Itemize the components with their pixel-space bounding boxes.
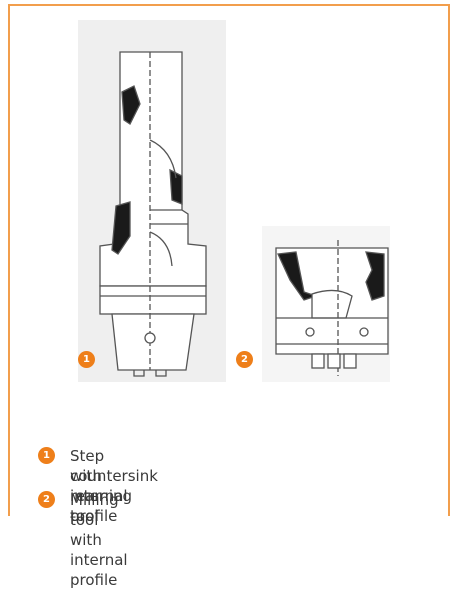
tool2-hole-left: [305, 327, 315, 337]
tool2-tab-right: [343, 353, 357, 369]
legend-item-2-line1: Milling tool with internal profile: [70, 491, 128, 589]
tool1-drawing: [99, 51, 207, 377]
tool1-profile-top: [121, 85, 141, 125]
tool2-profile-right: [365, 251, 385, 301]
figure-frame: [8, 4, 450, 516]
tool1-profile-low: [169, 168, 183, 205]
tool1-flange: [99, 285, 207, 315]
legend-item-1-badge: 1: [38, 447, 55, 464]
tool2-hole-right: [359, 327, 369, 337]
tool2-drawing: [275, 240, 389, 376]
tool1-profile-mid: [111, 201, 131, 255]
tool1-curve: [149, 139, 177, 179]
tool1-number-badge: 1: [78, 351, 95, 368]
tool1-tip: [133, 370, 167, 377]
tool2-cutter: [311, 289, 353, 319]
tool2-profile-left: [277, 251, 319, 301]
legend-item-1-line2: with internal profile: [70, 467, 128, 525]
tool-drawings: [78, 20, 390, 382]
legend-item-1-line1: Step countersink reaming tool: [70, 447, 158, 525]
tool2-tab-mid: [327, 353, 341, 369]
tool2-number-badge: 2: [236, 351, 253, 368]
tool2-tab-left: [311, 353, 325, 369]
legend-item-2-badge: 2: [38, 491, 55, 508]
tool1-hole: [144, 332, 156, 344]
tool1-curve2: [149, 231, 173, 267]
